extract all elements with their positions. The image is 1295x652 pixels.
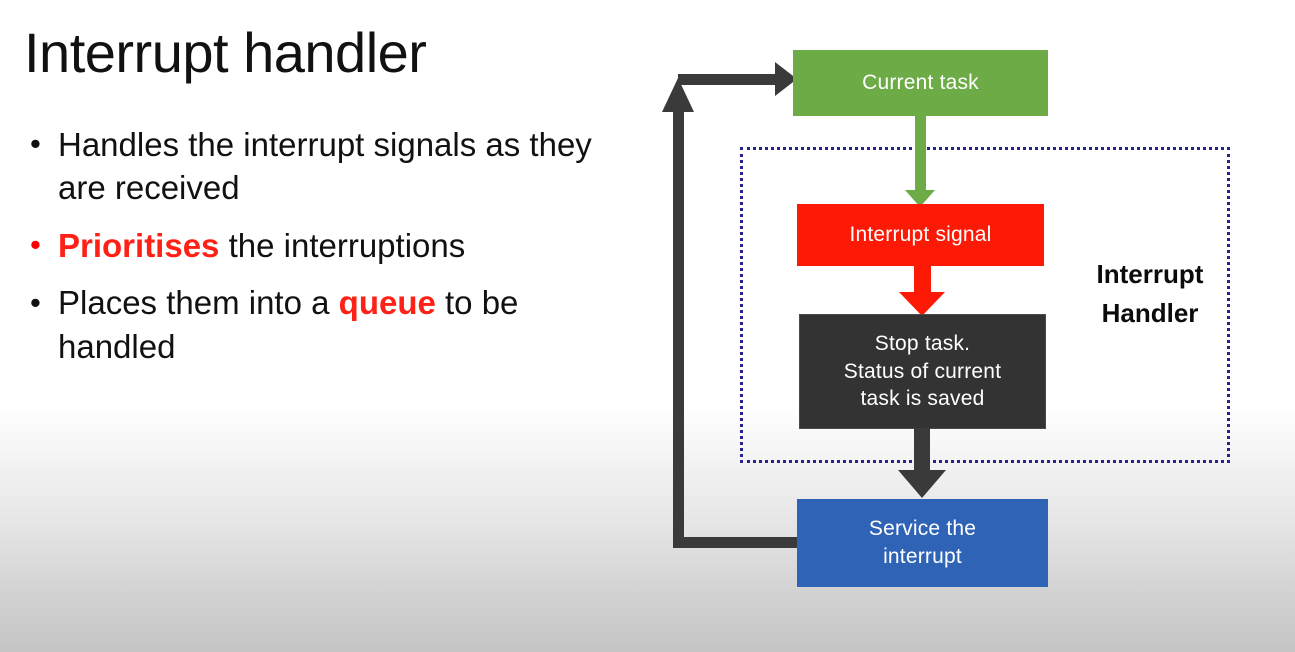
arrow-interrupt-signal-to-stop-task-head-icon <box>899 292 945 316</box>
region-label-line-1: Interrupt <box>1096 259 1204 289</box>
bullet-marker-icon: • <box>30 284 41 320</box>
node-interrupt-signal: Interrupt signal <box>797 204 1044 266</box>
region-label-line-2: Handler <box>1101 298 1199 328</box>
list-item-text: Places them into a queue to be handled <box>58 284 518 365</box>
page-title: Interrupt handler <box>24 21 427 84</box>
feedback-loop-right-arrowhead-icon <box>775 62 797 96</box>
node-stop-task-text: Stop task. Status of current task is sav… <box>844 330 1001 413</box>
node-service-line-2: interrupt <box>883 545 962 568</box>
node-service-line-1: Service the <box>868 517 977 541</box>
feedback-loop-top-segment <box>678 74 783 85</box>
list-item-text: Prioritises the interruptions <box>58 227 465 264</box>
list-item-text-segment: the interruptions <box>219 226 466 264</box>
list-item-text-segment: Places them into a <box>58 284 339 322</box>
list-item-prioritises: • Prioritises the interruptions <box>22 224 622 268</box>
list-item-text-segment: to be handled <box>58 284 519 365</box>
feedback-loop-bottom-segment <box>673 537 801 548</box>
node-stop-task-line-2: Status of current <box>843 359 1002 383</box>
bullet-marker-icon: • <box>30 227 41 263</box>
list-item-text-highlight: queue <box>338 284 436 322</box>
list-item-text: Handles the interrupt signals as they ar… <box>58 126 592 207</box>
node-service-text: Service the interrupt <box>869 515 976 570</box>
node-stop-task-line-1: Stop task. <box>874 331 971 355</box>
arrow-stop-task-to-service-head-icon <box>898 470 946 498</box>
node-stop-task: Stop task. Status of current task is sav… <box>799 314 1046 429</box>
interrupt-handler-region-label: Interrupt Handler <box>1075 255 1225 333</box>
arrow-current-task-to-interrupt-signal-head-icon <box>905 190 935 207</box>
list-item-queue: • Places them into a queue to be handled <box>22 281 622 368</box>
interrupt-handler-region-border <box>740 147 1230 463</box>
arrow-current-task-to-interrupt-signal-shaft <box>915 115 926 193</box>
list-item-text-segment: Handles the interrupt signals as they ar… <box>58 125 592 207</box>
bullet-list: • Handles the interrupt signals as they … <box>22 123 622 369</box>
node-current-task: Current task <box>793 50 1048 116</box>
arrow-stop-task-to-service-shaft <box>914 428 930 480</box>
slide-text-column: Interrupt handler • Handles the interrup… <box>22 21 622 383</box>
feedback-loop-left-segment <box>673 110 684 542</box>
node-service-the-interrupt: Service the interrupt <box>797 499 1048 587</box>
list-item-handles: • Handles the interrupt signals as they … <box>22 123 622 210</box>
node-stop-task-line-3: task is saved <box>860 387 985 411</box>
list-item-text-highlight: Prioritises <box>58 226 220 264</box>
bullet-marker-icon: • <box>30 126 41 162</box>
arrow-interrupt-signal-to-stop-task-shaft <box>914 265 931 298</box>
